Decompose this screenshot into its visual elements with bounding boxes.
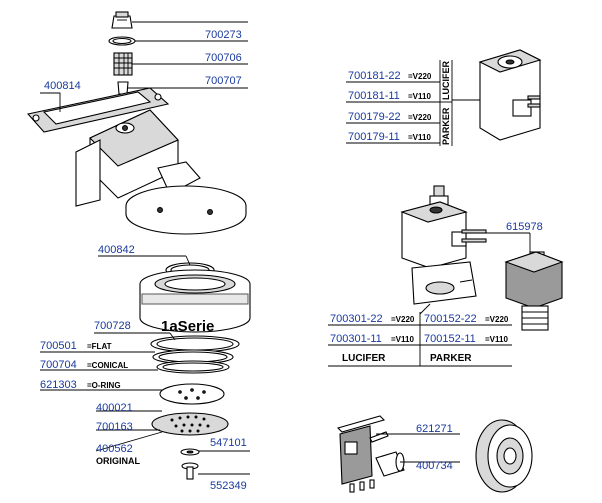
group-body-drawing [75,109,247,235]
coil-brand-lucifer: LUCIFER [441,61,451,100]
jet-nozzle-drawing [117,81,129,95]
shower-screen-drawing [151,412,229,436]
washer-drawing [180,448,200,456]
gasket-washer-drawing [108,36,136,46]
part-700152-22[interactable]: 700152-22 [424,313,477,325]
coil-brand-parker: PARKER [441,107,451,145]
part-700179-11[interactable]: 700179-11 [348,131,400,143]
part-700704[interactable]: 700704 [40,359,77,371]
valve-v220-suffix-2: =V220 [485,315,509,324]
part-700501[interactable]: 700501 [40,340,77,352]
part-400842[interactable]: 400842 [98,244,135,256]
coil-v110-suffix-1: =V110 [408,92,431,101]
part-700179-22[interactable]: 700179-22 [348,111,401,123]
cap-screw-drawing [111,11,133,29]
part-700706[interactable]: 700706 [205,52,242,64]
valve-v220-suffix-1: =V220 [391,315,415,324]
valve-v110-suffix-2: =V110 [485,335,508,344]
part-547101[interactable]: 547101 [210,437,247,449]
shower-plate-drawing [159,383,225,405]
part-700181-22[interactable]: 700181-22 [348,70,401,82]
part-700152-11[interactable]: 700152-11 [424,333,476,345]
screw-drawing [181,462,199,480]
conical-suffix: =CONICAL [87,361,128,370]
part-621271[interactable]: 621271 [416,423,453,435]
solenoid-valve-drawing [400,185,487,305]
part-700301-22[interactable]: 700301-22 [330,313,383,325]
coil-v220-suffix-2: =V220 [408,113,432,122]
leader-lines-left [40,21,250,475]
relay-drawing [504,251,564,331]
part-700163[interactable]: 700163 [96,421,133,433]
original-label: ORIGINAL [96,456,141,466]
part-700728[interactable]: 700728 [94,320,131,332]
valve-brand-lucifer: LUCIFER [342,353,386,364]
knob-drawing [475,419,533,493]
part-700273[interactable]: 700273 [205,29,242,41]
part-400021[interactable]: 400021 [96,402,133,414]
part-552349[interactable]: 552349 [210,480,247,492]
filter-holder-ring-drawing [139,269,251,333]
part-621303[interactable]: 621303 [40,379,77,391]
valve-v110-suffix-1: =V110 [391,335,414,344]
part-700707[interactable]: 700707 [205,75,242,87]
oring-suffix: =O-RING [87,381,121,390]
coil-v110-suffix-2: =V110 [408,133,431,142]
coil-drawing [478,49,542,141]
microswitch-drawing [336,415,405,493]
valve-leaders [328,232,531,367]
part-700181-11[interactable]: 700181-11 [348,90,400,102]
gasket-rings-drawing [150,335,240,374]
valve-brand-parker: PARKER [430,353,472,364]
coil-v220-suffix-1: =V220 [408,72,432,81]
coil-leaders [346,60,480,146]
part-615978[interactable]: 615978 [506,221,543,233]
part-400562[interactable]: 400562 [96,443,133,455]
part-400814[interactable]: 400814 [44,80,81,92]
filter-screen-drawing [113,52,133,76]
part-700301-11[interactable]: 700301-11 [330,333,382,345]
part-400734[interactable]: 400734 [416,460,453,472]
bottom-leaders [376,433,460,463]
flat-suffix: =FLAT [87,342,112,351]
group-series-label: 1aSerie [161,318,214,335]
flange-gasket-drawing [26,87,170,133]
